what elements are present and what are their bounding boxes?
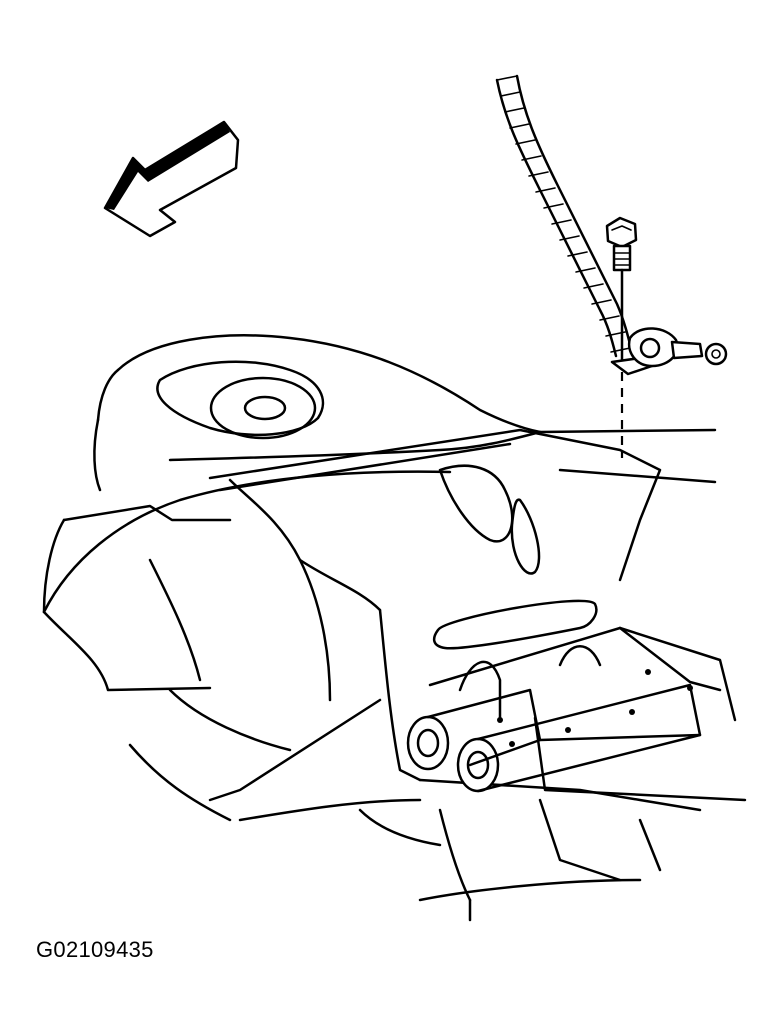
direction-arrow [103,120,240,238]
sensor [610,327,728,376]
bolt [605,216,638,370]
wiring-harness [495,74,634,358]
figure-code: G02109435 [36,937,154,962]
mount-bracket [406,626,747,802]
lower-frame [358,798,662,922]
fuel-tank [42,334,542,822]
